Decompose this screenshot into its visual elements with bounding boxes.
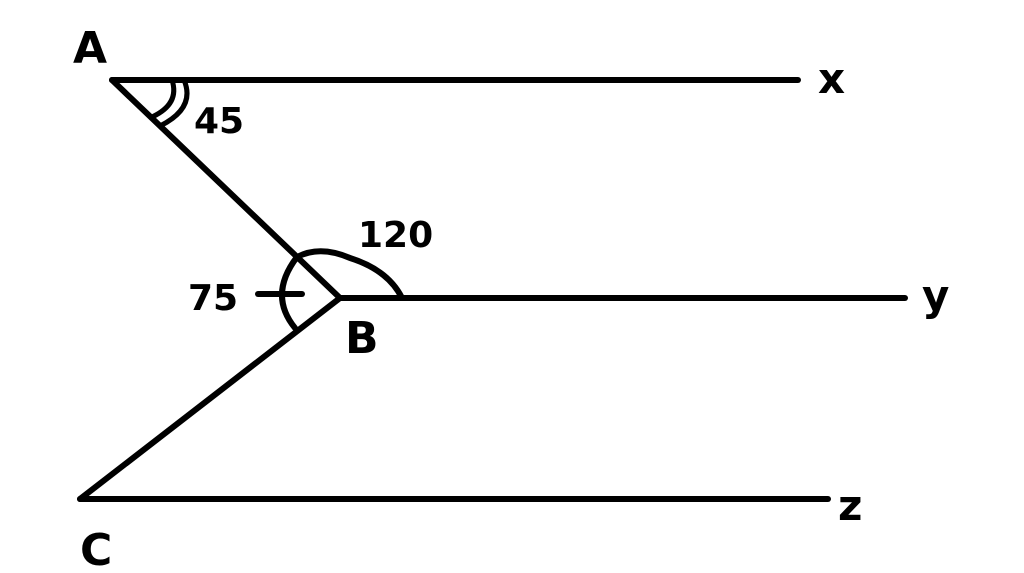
point-label-b: B	[345, 313, 379, 364]
segment-bc	[77, 295, 343, 502]
line-end-label-y: y	[922, 271, 949, 320]
angle-arc-a-inner	[149, 77, 177, 120]
angle-label-b-upper: 120	[358, 215, 433, 256]
point-label-c: C	[80, 525, 112, 573]
line-end-label-z: z	[838, 481, 862, 530]
angle-label-b-lower: 75	[188, 278, 238, 319]
angle-arc-a-outer	[157, 77, 190, 129]
point-label-a: A	[73, 23, 107, 74]
angle-label-a: 45	[194, 101, 244, 142]
line-end-label-x: x	[818, 54, 845, 103]
angle-arc-b-upper	[294, 248, 405, 301]
